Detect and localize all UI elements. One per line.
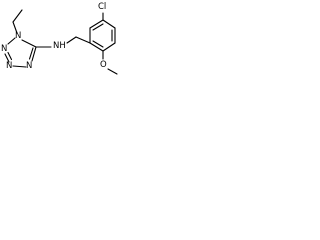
atom-label-cl: Cl: [98, 2, 106, 12]
bond-ethyl-ch3-ch2: [12, 9, 23, 23]
atom-label-ring-n1: N: [15, 31, 21, 41]
bond-c2-c3-inner: [92, 23, 104, 31]
bond-n4-n3: [12, 65, 27, 68]
bond-n3-n2-double: [7, 51, 13, 61]
atom-label-ring-n4: N: [26, 61, 32, 71]
atom-label-nh: NH: [53, 41, 66, 51]
bond-nh-ch2: [66, 36, 77, 44]
bond-n3-n2: [4, 53, 10, 63]
atom-labels: NH Cl O N N N N: [1, 2, 107, 71]
bond-c3-c4: [102, 19, 116, 29]
bond-c5-n4-double: [28, 47, 34, 60]
bond-n1-c5: [21, 39, 37, 48]
atom-label-o: O: [100, 60, 107, 70]
bond-c6-c1: [89, 42, 104, 52]
bond-c2-c3: [89, 19, 104, 29]
bond-c5-n4: [31, 46, 37, 62]
atom-label-ring-n2: N: [1, 44, 7, 54]
bonds: [4, 9, 118, 75]
molecule-structure: NH Cl O N N N N: [1, 2, 118, 75]
atom-label-ring-n3: N: [6, 61, 12, 71]
bond-ethyl-ch2-n1: [12, 21, 18, 34]
bond-c5-c6: [102, 42, 116, 52]
bond-o-ch3: [107, 68, 118, 75]
bond-ch2-c1: [75, 36, 91, 44]
bond-n2-n1: [7, 37, 16, 45]
bond-c6-c1-inner: [92, 40, 104, 48]
